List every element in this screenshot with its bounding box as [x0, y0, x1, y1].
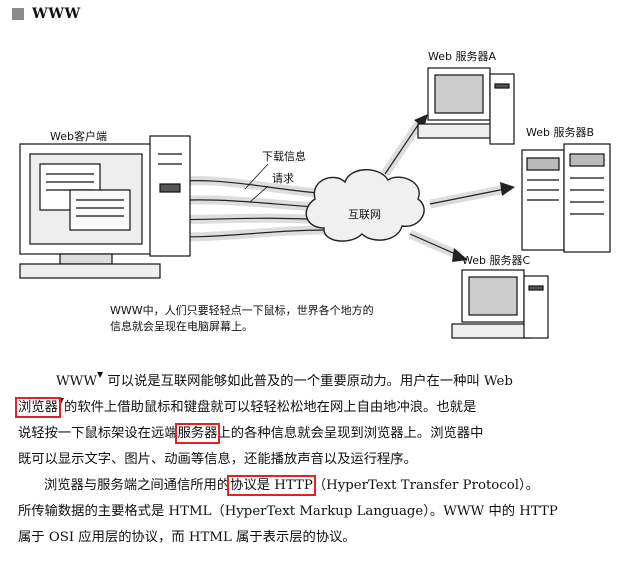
server-a-icon [417, 67, 515, 145]
caption-line-2: 信息就会呈现在电脑屏幕上。 [110, 319, 253, 333]
section-heading: WWW [12, 6, 81, 22]
heading-square-icon [12, 8, 24, 20]
server-c-icon [451, 269, 549, 339]
server-b-icon [521, 143, 611, 253]
footnote-marker: ▼ [97, 370, 104, 379]
internet-cloud-icon [305, 169, 425, 242]
p1-l3-text-a: 说轻按一下鼠标架设在远端 [18, 426, 178, 441]
server-a-label: Web 服务器A [428, 50, 496, 63]
server-c-label: Web 服务器C [462, 254, 530, 267]
paragraph-2-line-1: 浏览器与服务端之间通信所用的协议是 HTTP（HyperText Transfe… [44, 474, 539, 496]
p1-l2-text: 的软件上借助鼠标和键盘就可以轻轻松松地在网上自由地冲浪。也就是 [64, 400, 477, 415]
http-term-highlight: 协议是 HTTP [227, 475, 316, 496]
p1-l1-text: 可以说是互联网能够如此普及的一个重要原动力。用户在一种叫 Web [103, 374, 513, 389]
request-label: 请求 [272, 172, 294, 185]
paragraph-1-line-2: 浏览器▼的软件上借助鼠标和键盘就可以轻轻松松地在网上自由地冲浪。也就是 [15, 396, 477, 418]
paragraph-2-line-3: 属于 OSI 应用层的协议，而 HTML 属于表示层的协议。 [18, 530, 356, 545]
server-b-label: Web 服务器B [526, 126, 594, 139]
paragraph-2-line-2: 所传输数据的主要格式是 HTML（HyperText Markup Langua… [18, 504, 558, 519]
paragraph-1-line-4: 既可以显示文字、图片、动画等信息，还能播放声音以及运行程序。 [18, 452, 417, 467]
p2-l1-text-b: （HyperText Transfer Protocol）。 [312, 478, 539, 493]
p2-l1-text-a: 浏览器与服务端之间通信所用的 [44, 478, 231, 493]
server-term-highlight: 服务器 [174, 423, 221, 444]
www-diagram: 互联网 Web客户端 下载信息 请求 Web 服务器A [19, 50, 611, 339]
www-term: WWW [56, 374, 98, 389]
p1-l3-text-b: 上的各种信息就会呈现到浏览器上。浏览器中 [217, 426, 484, 441]
browser-term-highlight: 浏览器 [15, 397, 61, 418]
internet-label: 互联网 [348, 208, 381, 221]
caption-line-1: WWW中，人们只要轻轻点一下鼠标，世界各个地方的 [110, 303, 374, 317]
paragraph-1-line-3: 说轻按一下鼠标架设在远端服务器上的各种信息就会呈现到浏览器上。浏览器中 [18, 422, 484, 444]
client-label: Web客户端 [50, 129, 107, 143]
footnote-marker: ▼ [57, 396, 65, 405]
download-label: 下载信息 [262, 149, 306, 163]
paragraph-1-line-1: WWW▼ 可以说是互联网能够如此普及的一个重要原动力。用户在一种叫 Web [56, 370, 513, 389]
heading-text: WWW [32, 6, 81, 22]
client-computer-icon [19, 135, 191, 279]
